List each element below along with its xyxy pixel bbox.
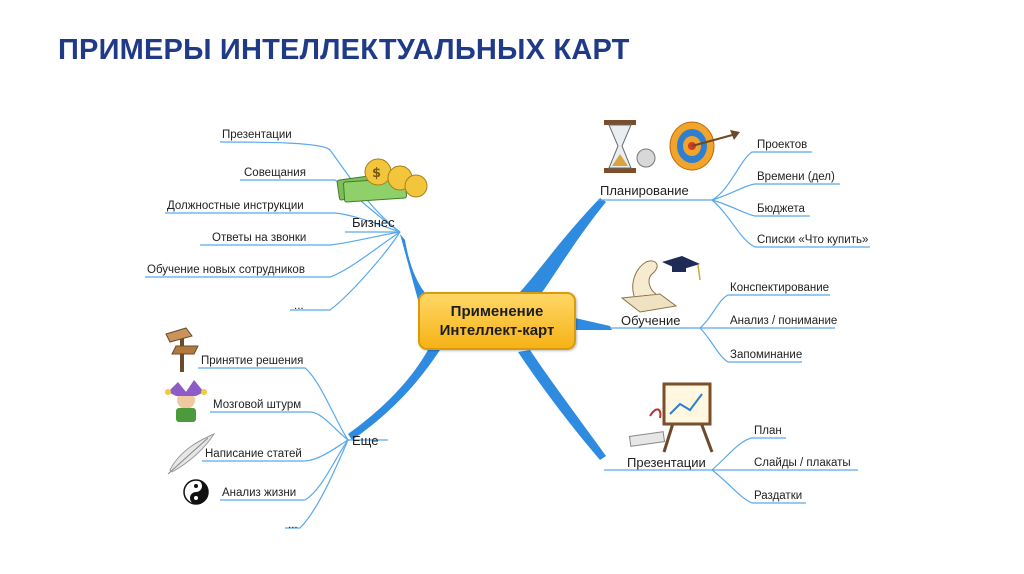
learning-item-notes: Конспектирование [730,282,829,294]
more-item-decision: Принятие решения [201,355,303,367]
branch-label-more: Еще [352,433,378,448]
business-item-calls: Ответы на звонки [212,232,306,244]
business-item-training: Обучение новых сотрудников [147,264,305,276]
branch-label-learning: Обучение [621,313,680,328]
more-leaf-lines [198,367,388,529]
center-node: Применение Интеллект-карт [418,292,576,350]
planning-leaf-lines [598,151,870,248]
branch-label-business: Бизнес [352,215,395,230]
learning-item-analysis: Анализ / понимание [730,315,837,327]
branch-line-learning [575,318,612,330]
planning-item-budget: Бюджета [757,203,805,215]
jester-icon [165,380,207,422]
planning-item-time: Времени (дел) [757,171,835,183]
presentations-item-plan: План [754,425,782,437]
easel-icon [628,382,714,453]
branch-label-presentations: Презентации [627,455,706,470]
business-item-more: ... [294,300,304,312]
graduation-scroll-icon [620,256,701,313]
presentations-item-slides: Слайды / плакаты [754,457,851,469]
business-item-meetings: Совещания [244,167,306,179]
branch-line-business [400,234,432,300]
hourglass-icon [604,120,656,173]
target-icon [669,121,740,171]
yin-yang-icon [183,479,209,505]
more-item-articles: Написание статей [205,448,302,460]
more-item-brainstorm: Мозговой штурм [213,399,301,411]
branch-label-planning: Планирование [600,183,689,198]
money-icon: $ [336,158,428,203]
svg-text:$: $ [372,166,381,181]
branch-line-presentations [518,350,606,460]
presentations-item-handouts: Раздатки [754,490,802,502]
learning-item-memorize: Запоминание [730,349,802,361]
business-item-job-descriptions: Должностные инструкции [167,200,304,212]
business-item-presentations: Презентации [222,129,292,141]
signpost-icon [165,327,199,372]
center-node-line1: Применение [450,303,544,320]
more-item-more: ... [288,519,298,531]
branch-line-planning [520,198,606,298]
center-node-line2: Интеллект-карт [439,322,555,339]
planning-item-projects: Проектов [757,139,807,151]
quill-icon [167,432,216,475]
planning-item-shopping: Списки «Что купить» [757,234,868,246]
branch-line-more [348,350,440,440]
presentations-leaf-lines [604,437,858,504]
slide-title: ПРИМЕРЫ ИНТЕЛЛЕКТУАЛЬНЫХ КАРТ [58,34,630,66]
more-item-life-analysis: Анализ жизни [222,487,296,499]
learning-leaf-lines [610,294,835,363]
